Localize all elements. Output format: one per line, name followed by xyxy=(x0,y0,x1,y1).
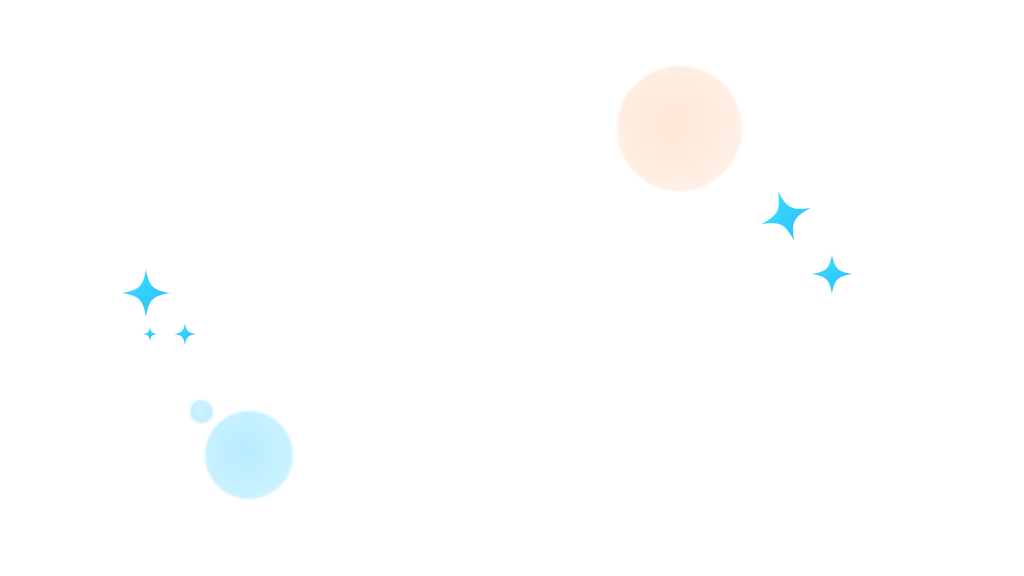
sparkle-tiny-left-icon xyxy=(174,323,196,345)
sparkle-large-left-icon xyxy=(122,269,170,317)
small-sky-circle xyxy=(190,400,213,423)
peach-circle xyxy=(617,66,742,191)
sparkle-large-right-icon xyxy=(761,191,811,241)
large-sky-circle xyxy=(205,411,293,499)
sparkle-small-left-icon xyxy=(143,327,157,341)
sparkle-medium-right-icon xyxy=(812,254,852,294)
